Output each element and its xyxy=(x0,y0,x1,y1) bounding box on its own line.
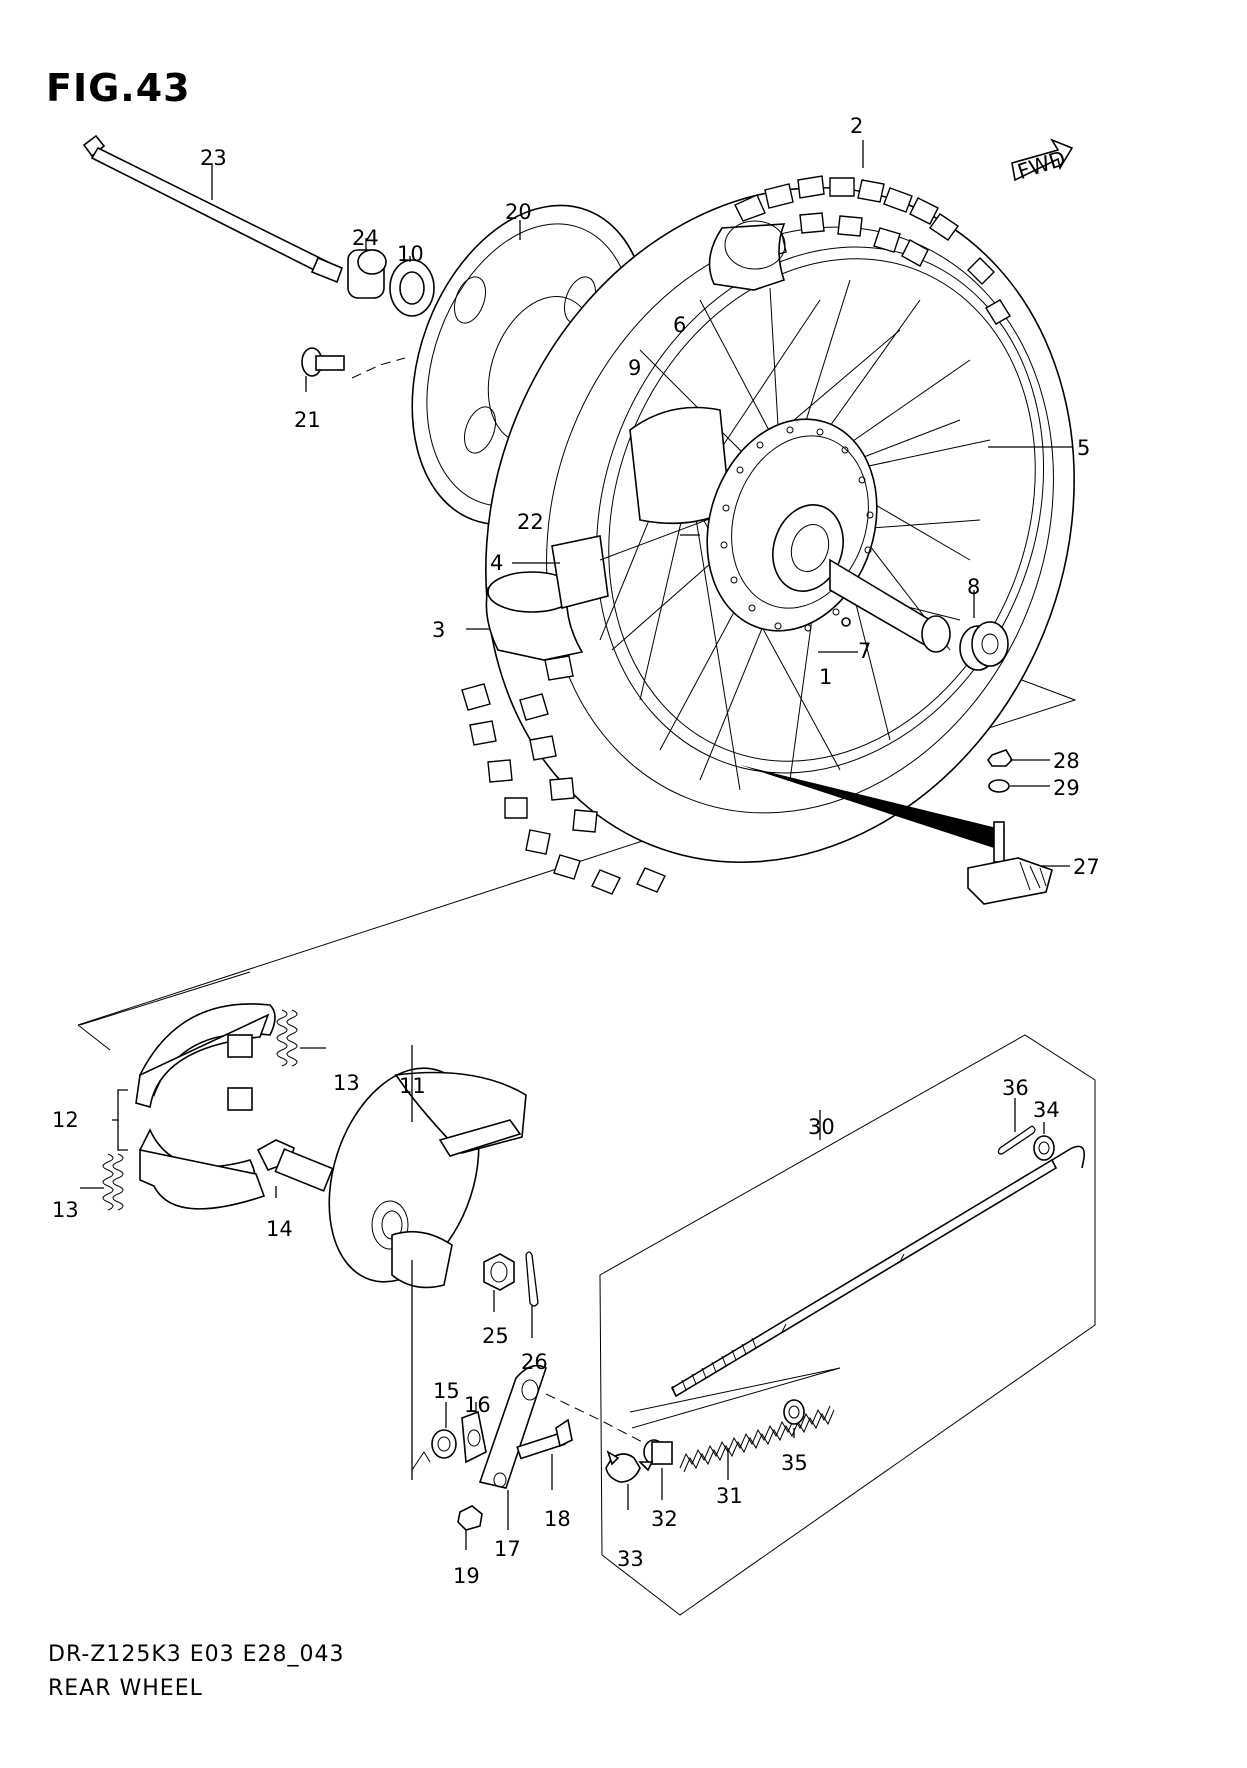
brake-rod-30 xyxy=(629,1145,1086,1429)
footer-figure-name: REAR WHEEL xyxy=(48,1676,203,1701)
spring-13-upper xyxy=(276,1009,326,1067)
oil-seal-10 xyxy=(389,256,435,317)
callout-24: 24 xyxy=(352,226,379,250)
rod-thread xyxy=(671,1337,757,1397)
callout-13-upper: 13 xyxy=(333,1071,360,1095)
bolt-21 xyxy=(301,347,406,392)
rod-spring-31 xyxy=(679,1405,835,1480)
callout-25: 25 xyxy=(482,1324,509,1348)
axle-nut-25 xyxy=(483,1253,515,1312)
callout-34: 34 xyxy=(1033,1098,1060,1122)
callout-10: 10 xyxy=(397,242,424,266)
callout-7: 7 xyxy=(858,639,871,663)
callout-18: 18 xyxy=(544,1507,571,1531)
fwd-label: FWD xyxy=(1015,146,1069,184)
callout-8: 8 xyxy=(967,575,980,599)
cotter-pin-26 xyxy=(525,1251,539,1338)
callout-4: 4 xyxy=(490,551,503,575)
brake-panel-11 xyxy=(328,1045,527,1480)
callout-17: 17 xyxy=(494,1537,521,1561)
callout-6: 6 xyxy=(673,313,686,337)
callout-3: 3 xyxy=(432,618,445,642)
washer-34 xyxy=(1033,1122,1055,1161)
callout-19: 19 xyxy=(453,1564,480,1588)
hub-spoke-holes xyxy=(720,426,874,632)
callout-26: 26 xyxy=(521,1350,548,1374)
callout-27: 27 xyxy=(1073,855,1100,879)
fwd-arrow-icon: FWD xyxy=(1011,138,1074,184)
brake-shoes-12 xyxy=(112,1003,276,1210)
brake-rod-group-outline xyxy=(599,1034,1096,1616)
callout-23: 23 xyxy=(200,146,227,170)
callout-5: 5 xyxy=(1077,436,1090,460)
brake-arm-15-19 xyxy=(411,1364,651,1550)
cotter-pin-36 xyxy=(997,1098,1036,1155)
callout-22: 22 xyxy=(517,510,544,534)
callout-9: 9 xyxy=(628,356,641,380)
axle-23 xyxy=(82,134,344,284)
wing-nut-33 xyxy=(605,1450,654,1510)
figure-title: FIG.43 xyxy=(46,66,191,110)
spoke-nipple-7 xyxy=(818,617,858,653)
spacer-24 xyxy=(347,238,387,299)
detail-pointer xyxy=(740,765,1005,850)
rim-lock-27-29 xyxy=(967,749,1070,905)
bearing-8 xyxy=(959,590,1009,671)
callout-33: 33 xyxy=(617,1547,644,1571)
callout-21: 21 xyxy=(294,408,321,432)
callout-labels: 23 24 10 20 21 2 6 9 5 22 4 3 8 7 1 28 2… xyxy=(52,114,1100,1588)
callout-13-lower: 13 xyxy=(52,1198,79,1222)
callout-32: 32 xyxy=(651,1507,678,1531)
callout-31: 31 xyxy=(716,1484,743,1508)
washer-35 xyxy=(783,1399,805,1438)
joint-32 xyxy=(643,1439,673,1500)
callout-16: 16 xyxy=(464,1393,491,1417)
brake-cam-14 xyxy=(256,1139,334,1198)
rear-wheel-assembly xyxy=(461,175,1075,895)
callout-2: 2 xyxy=(850,114,863,138)
callout-20: 20 xyxy=(505,200,532,224)
callout-14: 14 xyxy=(266,1217,293,1241)
leader-lines-upper xyxy=(466,140,1072,630)
callout-29: 29 xyxy=(1053,776,1080,800)
tread-blocks-bottom xyxy=(461,655,666,895)
callout-15: 15 xyxy=(433,1379,460,1403)
callout-36: 36 xyxy=(1002,1076,1029,1100)
callout-11: 11 xyxy=(399,1074,426,1098)
footer-model-code: DR-Z125K3 E03 E28_043 xyxy=(48,1642,345,1667)
spring-13-lower xyxy=(80,1153,124,1211)
callout-12: 12 xyxy=(52,1108,79,1132)
callout-30: 30 xyxy=(808,1115,835,1139)
callout-1: 1 xyxy=(819,665,832,689)
callout-35: 35 xyxy=(781,1451,808,1475)
callout-28: 28 xyxy=(1053,749,1080,773)
